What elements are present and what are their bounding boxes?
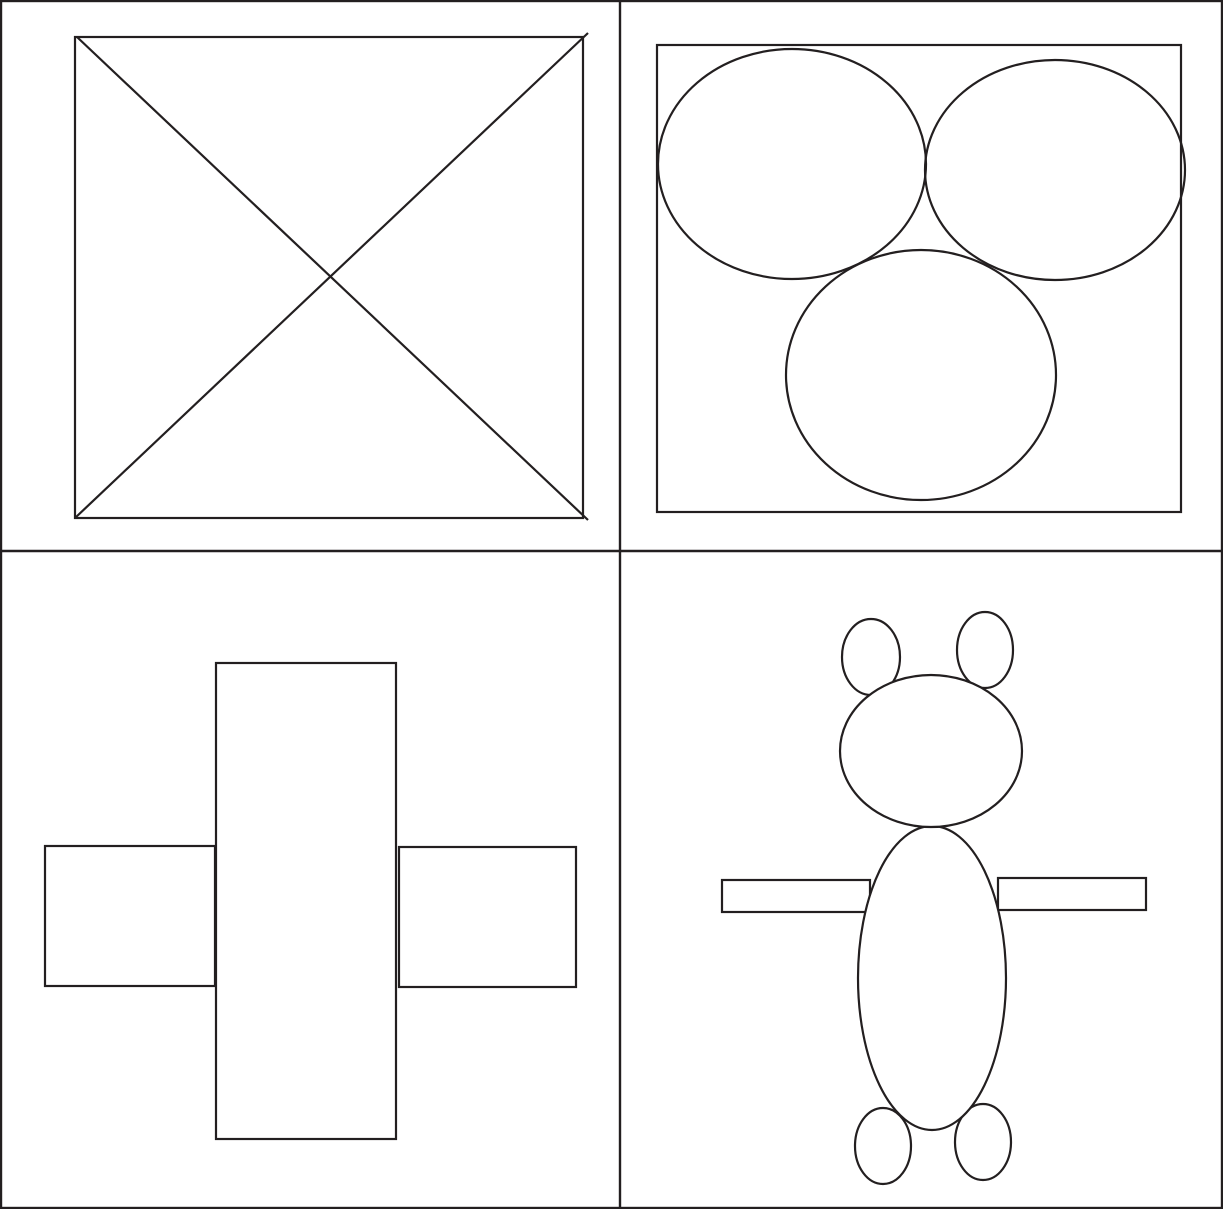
panel-square-with-diagonals [75, 33, 588, 520]
center-tall-rectangle [216, 663, 396, 1139]
oval-bottom [786, 250, 1056, 500]
left-arm [722, 880, 870, 912]
oval-top-right [925, 60, 1185, 280]
diagonal-line-up [75, 33, 588, 518]
diagonal-line-down [77, 37, 588, 520]
panel-three-ovals-in-box [657, 45, 1185, 512]
right-arm [998, 878, 1146, 910]
oval-top-left [658, 49, 926, 279]
box [657, 45, 1181, 512]
right-rectangle [399, 847, 576, 987]
head [840, 675, 1022, 827]
left-rectangle [45, 846, 215, 986]
panel-cross-of-rectangles [45, 663, 576, 1139]
panel-bear-figure [722, 612, 1146, 1184]
left-foot [855, 1108, 911, 1184]
right-ear [957, 612, 1013, 688]
body [858, 826, 1006, 1130]
